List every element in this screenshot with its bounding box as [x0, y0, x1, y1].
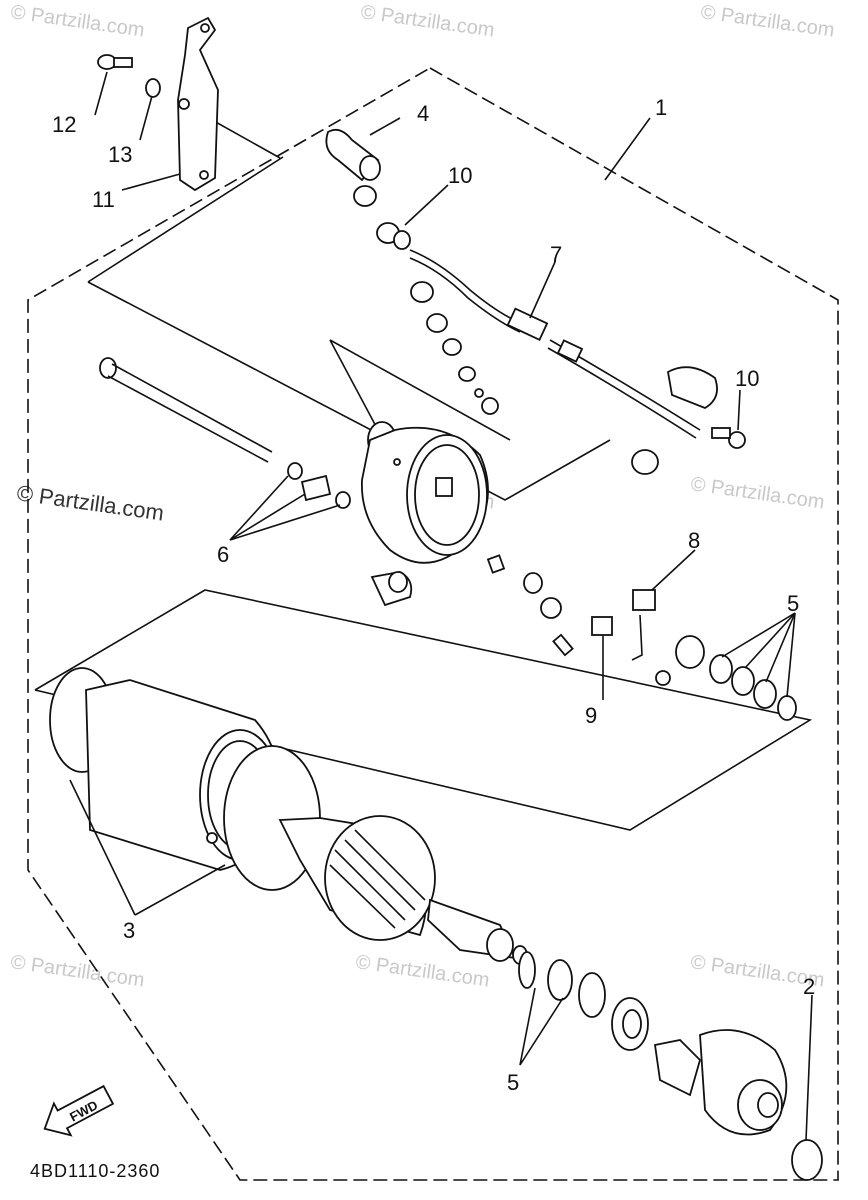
washers-part-5-lower: [518, 951, 606, 1018]
rear-cover: [361, 421, 489, 564]
callout-9: 9: [585, 703, 597, 728]
callout-6: 6: [217, 542, 229, 567]
assembly-outline: [27, 67, 839, 1181]
armature: [278, 815, 528, 965]
watermark: © Partzilla.com: [359, 1, 496, 42]
nut-part-10: [376, 222, 411, 250]
callout-13: 13: [108, 142, 132, 167]
washers-part-5-right: [709, 654, 797, 721]
cable-part-7: [409, 249, 746, 449]
yoke-part-3: [49, 667, 321, 891]
diagram-code: 4BD1110-2360: [30, 1161, 160, 1181]
callout-10-top: 10: [448, 163, 472, 188]
callout-1: 1: [655, 95, 667, 120]
callout-2: 2: [803, 974, 815, 999]
callout-5-lower: 5: [507, 1070, 519, 1095]
bracket-part-11: [177, 16, 219, 192]
callouts: 1 2 3 4 5 5 6 7 8 9 10 10 11 12 13: [52, 95, 815, 1095]
watermark: © Partzilla.com: [689, 473, 826, 514]
watermark: © Partzilla.com: [9, 951, 146, 992]
watermark: © Partzilla.com: [9, 1, 146, 42]
watermark: © Partzilla.com: [354, 951, 491, 992]
callout-4: 4: [417, 101, 429, 126]
group-lines: [34, 101, 813, 831]
callout-11: 11: [92, 187, 115, 212]
washer-stack: [410, 281, 499, 415]
fwd-arrow-icon: FWD: [43, 1084, 115, 1137]
washer-part-13: [145, 78, 161, 98]
bearing-and-drive: [611, 997, 823, 1181]
callout-8: 8: [688, 528, 700, 553]
leader-lines: [69, 71, 813, 1141]
boot-part-4: [325, 128, 381, 207]
bolt-part-12: [97, 54, 133, 70]
through-bolt: [99, 357, 273, 463]
callout-5-right: 5: [787, 591, 799, 616]
callout-12: 12: [52, 112, 76, 137]
watermark-main: © Partzilla.com: [15, 480, 165, 525]
small-parts: [287, 449, 705, 686]
callout-3: 3: [123, 918, 135, 943]
callout-10-right: 10: [735, 366, 759, 391]
callout-7: 7: [550, 242, 562, 267]
watermark: © Partzilla.com: [699, 1, 836, 42]
